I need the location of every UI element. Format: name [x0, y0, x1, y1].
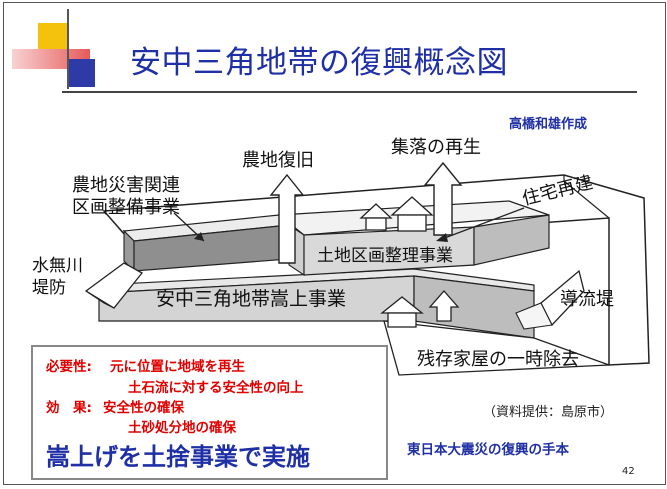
pointer-farmland-head: [194, 232, 204, 241]
bottom-plane: [383, 320, 610, 376]
reconstruction-diagram: 農地復旧 集落の再生 住宅再建 農地災害関連 区画整備事業 土地区画整理事業 水…: [32, 137, 650, 376]
slide: 安中三角地帯の復興概念図 高橋和雄作成: [3, 2, 666, 485]
info-box: 必要性: 元に位置に地域を再生 土石流に対する安全性の向上 効 果: 安全性の確…: [31, 345, 388, 480]
effect-label: 効 果:: [46, 400, 92, 416]
label-guide-dike: 導流堤: [560, 289, 614, 310]
label-farmland-project-2: 区画整備事業: [72, 197, 180, 218]
book-title: 東日本大震災の復興の手本: [407, 442, 569, 458]
arrow-village-revival: [423, 161, 463, 236]
house-icon-3: [380, 296, 424, 328]
label-temporary-removal: 残存家屋の一時除去: [417, 349, 579, 370]
pointer-housing: [441, 207, 525, 240]
source-credit: （資料提供：島原市）: [483, 405, 614, 420]
label-land-readjustment: 土地区画整理事業: [317, 246, 453, 266]
house-icon-1: [359, 203, 393, 231]
arrow-farmland-recovery: [269, 173, 305, 264]
page-title: 安中三角地帯の復興概念図: [130, 45, 508, 81]
levee-shape: [84, 262, 143, 309]
effect-line-1: 安全性の確保: [103, 400, 184, 416]
label-farmland-project-1: 農地災害関連: [72, 175, 180, 196]
title-divider: [62, 91, 637, 93]
page-number: 42: [622, 466, 635, 477]
necessity-line-2: 土石流に対する安全性の向上: [128, 380, 304, 396]
label-raise-project: 安中三角地帯嵩上事業: [156, 288, 346, 310]
label-levee-1: 水無川: [32, 256, 83, 276]
label-village-revival: 集落の再生: [391, 137, 481, 158]
pointer-housing-head: [436, 233, 448, 242]
effect-line-2: 土砂処分地の確保: [128, 420, 236, 436]
label-levee-2: 堤防: [32, 278, 66, 298]
deco-vertical-line: [67, 9, 69, 89]
upper-slab-right-side: [473, 214, 550, 266]
back-frame-inner: [563, 175, 610, 219]
necessity-label: 必要性:: [46, 359, 92, 375]
guide-dike-slope: [515, 302, 553, 330]
label-farmland-recovery: 農地復旧: [242, 150, 314, 171]
deco-blue-square: [67, 59, 95, 87]
author-credit: 高橋和雄作成: [509, 117, 588, 132]
arrow-lower-1: [428, 290, 460, 322]
necessity-line-1: 元に位置に地域を再生: [110, 359, 245, 375]
house-icon-2: [390, 196, 434, 232]
levee-ridge: [85, 290, 115, 309]
summary-text: 嵩上げを土捨事業で実施: [46, 443, 310, 471]
